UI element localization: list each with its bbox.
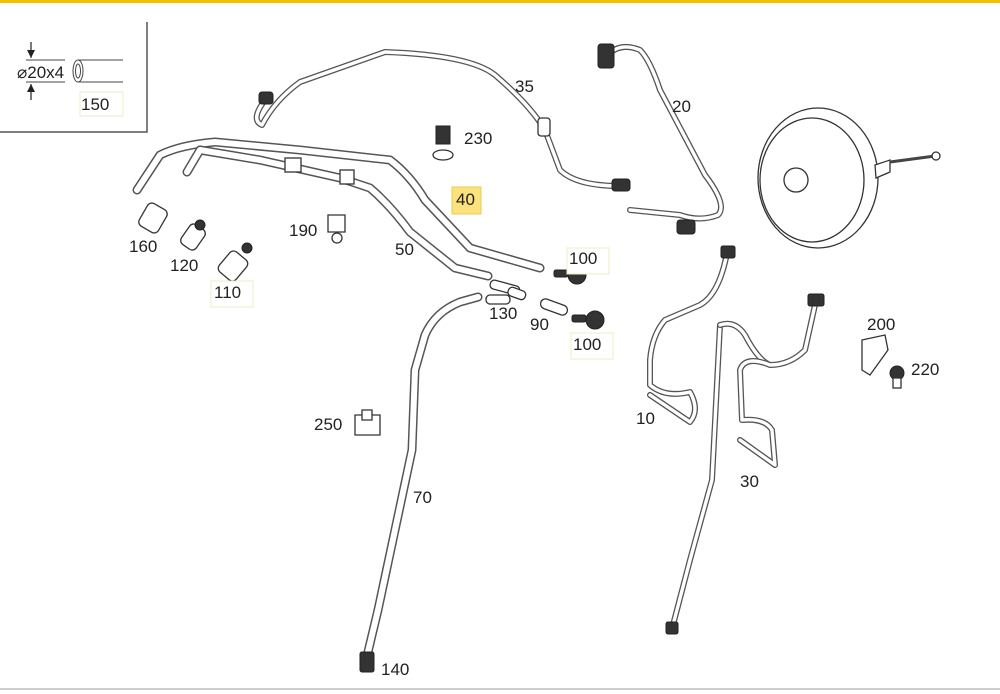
brake-booster[interactable] xyxy=(757,107,941,249)
part-label-30[interactable]: 30 xyxy=(740,472,759,491)
part-label-190[interactable]: 190 xyxy=(289,221,317,240)
pipe-20[interactable] xyxy=(597,43,724,235)
part-label-90[interactable]: 90 xyxy=(530,315,549,334)
part-label-100-upper[interactable]: 100 xyxy=(569,249,597,268)
connector-120[interactable] xyxy=(179,219,208,252)
part-label-100-lower[interactable]: 100 xyxy=(573,335,601,354)
valve-100-lower[interactable] xyxy=(571,310,605,330)
pipe-10[interactable] xyxy=(647,245,773,635)
part-label-110[interactable]: 110 xyxy=(214,283,241,302)
part-label-70[interactable]: 70 xyxy=(413,488,432,507)
connector-110[interactable] xyxy=(216,242,253,283)
inset-box: ⌀20x4 150 xyxy=(0,22,148,133)
part-label-230[interactable]: 230 xyxy=(464,129,492,148)
pipe-30[interactable] xyxy=(737,293,825,468)
part-label-50[interactable]: 50 xyxy=(395,240,414,259)
hose-70[interactable] xyxy=(359,292,483,673)
screw-220[interactable] xyxy=(889,365,905,389)
hose-40[interactable] xyxy=(132,137,545,273)
dimension-label: ⌀20x4 xyxy=(17,63,64,82)
clip-230[interactable] xyxy=(432,125,454,161)
highlight-box xyxy=(451,186,482,215)
part-label-160[interactable]: 160 xyxy=(129,237,157,256)
part-label-35[interactable]: 35 xyxy=(515,77,534,96)
part-label-140[interactable]: 140 xyxy=(381,660,409,679)
part-label-40[interactable]: 40 xyxy=(456,190,475,209)
part-label-250[interactable]: 250 xyxy=(314,415,342,434)
part-label-150[interactable]: 150 xyxy=(81,95,109,114)
hose-90[interactable] xyxy=(539,298,569,317)
part-label-10[interactable]: 10 xyxy=(636,409,655,428)
connector-130[interactable] xyxy=(485,279,527,305)
connector-160[interactable] xyxy=(137,201,169,235)
hose-50[interactable] xyxy=(182,145,493,281)
part-label-200[interactable]: 200 xyxy=(867,315,895,334)
clip-190[interactable] xyxy=(327,214,346,244)
part-label-220[interactable]: 220 xyxy=(911,360,939,379)
top-border xyxy=(0,0,1000,3)
bottom-border xyxy=(0,688,1000,690)
bracket-200[interactable] xyxy=(861,334,889,376)
hose-35[interactable] xyxy=(253,49,631,192)
part-label-120[interactable]: 120 xyxy=(170,256,198,275)
part-label-20[interactable]: 20 xyxy=(672,97,691,116)
part-label-130[interactable]: 130 xyxy=(489,304,517,323)
holder-250[interactable] xyxy=(354,409,381,436)
